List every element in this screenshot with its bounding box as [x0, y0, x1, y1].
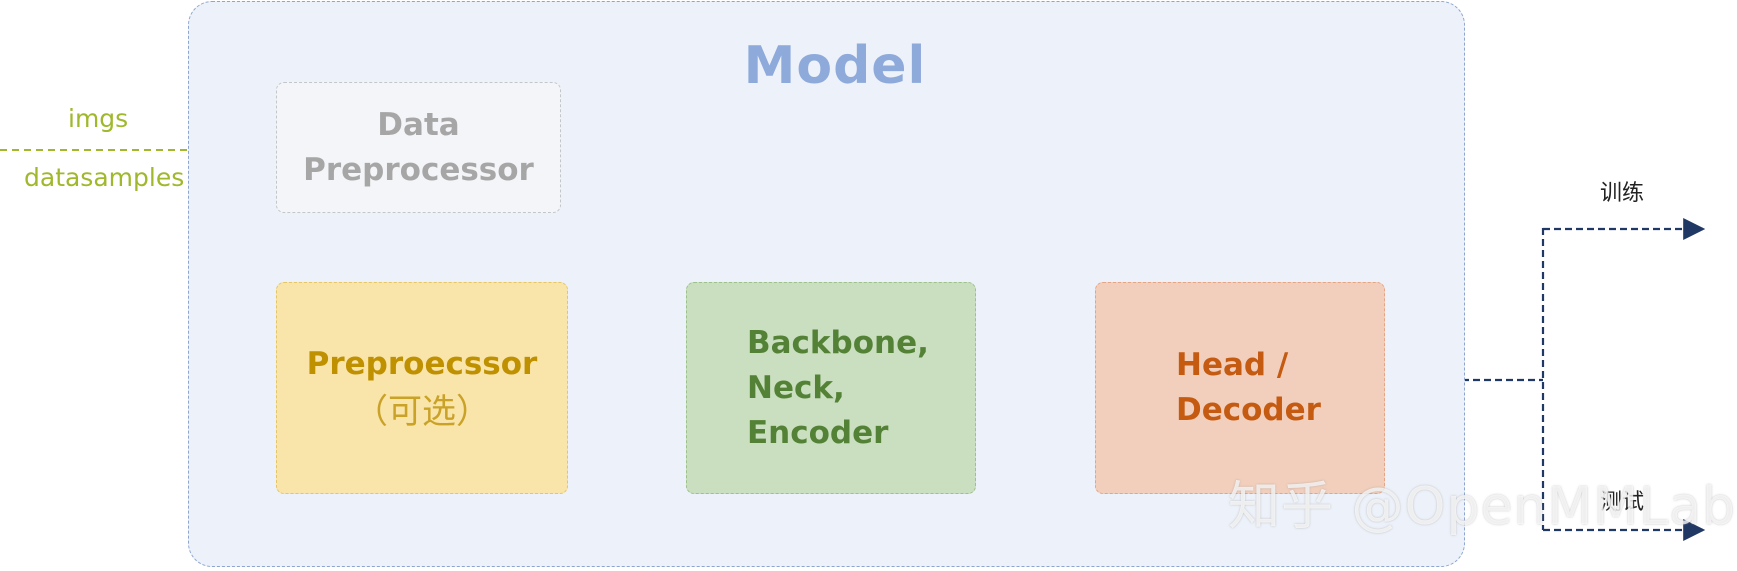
output-label-train: 训练 [1600, 181, 1645, 206]
data-preprocessor-node: Data Preprocessor [276, 82, 561, 213]
data-preprocessor-line-2: Preprocessor [303, 151, 534, 188]
data-preprocessor-line-1: Data [377, 106, 460, 143]
backbone-line-1: Backbone, [747, 324, 929, 361]
watermark: 知乎 @OpenMMLab [1228, 477, 1736, 537]
preprocessor-node: Preproecssor （可选） [276, 282, 568, 494]
input-label-datasamples: datasamples [24, 163, 185, 192]
backbone-line-3: Encoder [747, 414, 889, 451]
preprocessor-optional-note: （可选） [353, 392, 490, 432]
preprocessor-label: Preproecssor [306, 346, 538, 382]
output-label-test: 测试 [1600, 490, 1645, 515]
input-label-imgs: imgs [68, 104, 129, 133]
model-title: Model [743, 36, 927, 96]
backbone-node: Backbone, Neck, Encoder [686, 282, 976, 494]
backbone-line-2: Neck, [747, 369, 845, 406]
head-line-2: Decoder [1176, 392, 1321, 428]
head-line-1: Head / [1176, 347, 1289, 383]
head-node: Head / Decoder [1095, 282, 1385, 494]
